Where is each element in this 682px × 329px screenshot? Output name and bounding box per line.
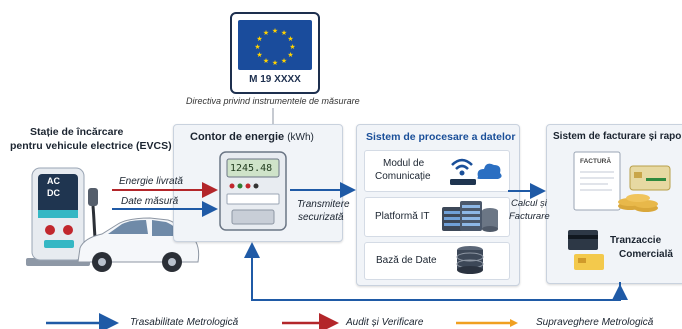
svg-text:★: ★: [281, 57, 287, 65]
transaction-line1: Tranzaccie: [610, 235, 662, 246]
svg-text:★: ★: [287, 35, 293, 43]
directive-caption: Directiva privind instrumentele de măsur…: [186, 96, 360, 106]
svg-text:★: ★: [254, 43, 260, 51]
svg-text:★: ★: [289, 43, 295, 51]
svg-text:★: ★: [263, 57, 269, 65]
charging-station-illustration: [26, 167, 200, 272]
energy-delivered-label: Energie livrată: [119, 176, 183, 187]
evcs-title-line1: Stație de încărcare: [30, 126, 124, 138]
calc-billing-line2: Facturare: [509, 211, 550, 222]
communication-module-line1: Modul de: [383, 158, 425, 169]
svg-text:★: ★: [263, 29, 269, 37]
energy-meter-icon: [219, 151, 287, 231]
dc-label: DC: [47, 188, 60, 198]
svg-text:★: ★: [256, 35, 262, 43]
billing-title: Sistem de facturare și raportare: [553, 131, 682, 142]
secure-transmission-line2: securizată: [298, 212, 344, 223]
evcs-title-line2: pentru vehicule electrice (EVCS): [10, 140, 172, 152]
invoice-label: FACTURĂ: [580, 158, 612, 165]
invoice-coins-card-icon: [573, 151, 671, 212]
svg-text:★: ★: [287, 51, 293, 59]
payment-cards-icon: [568, 230, 604, 270]
it-platform-label: Platformă IT: [375, 211, 430, 222]
measured-data-label: Date măsură: [121, 196, 179, 207]
svg-text:★: ★: [272, 59, 278, 67]
wifi-cloud-icon: [450, 158, 502, 185]
legend-label-traceability: Trasabilitate Metrologică: [130, 317, 239, 328]
energy-meter-title: Contor de energie (kWh): [190, 131, 314, 143]
communication-module-line2: Comunicație: [375, 171, 431, 182]
svg-text:★: ★: [281, 29, 287, 37]
legend-arrowhead-surveillance: [510, 319, 518, 327]
meter-display-reading: 1245.48: [230, 163, 273, 174]
calc-billing-line1: Calcul și: [511, 198, 547, 209]
secure-transmission-line1: Transmitere: [297, 199, 350, 210]
legend-label-surveillance: Supraveghere Metrologică: [536, 317, 654, 328]
transaction-line2: Comercială: [619, 249, 673, 260]
energy-meter-unit: (kWh): [287, 132, 314, 143]
eu-flag-icon: ★ ★ ★ ★ ★ ★ ★ ★ ★ ★ ★ ★: [238, 20, 312, 70]
database-label: Bază de Date: [376, 255, 437, 266]
svg-text:★: ★: [256, 51, 262, 59]
energy-meter-title-text: Contor de energie: [190, 131, 285, 143]
server-rack-icon: [442, 201, 498, 232]
metrology-mark-code: M 19 XXXX: [249, 74, 301, 85]
svg-text:★: ★: [272, 27, 278, 35]
legend-label-audit: Audit și Verificare: [346, 317, 424, 328]
data-processing-title: Sistem de procesare a datelor: [366, 131, 516, 143]
ac-label: AC: [47, 176, 60, 186]
database-icon: [456, 246, 484, 274]
eu-metrology-mark: ★ ★ ★ ★ ★ ★ ★ ★ ★ ★ ★ ★ M 19 XXXX: [230, 12, 320, 94]
